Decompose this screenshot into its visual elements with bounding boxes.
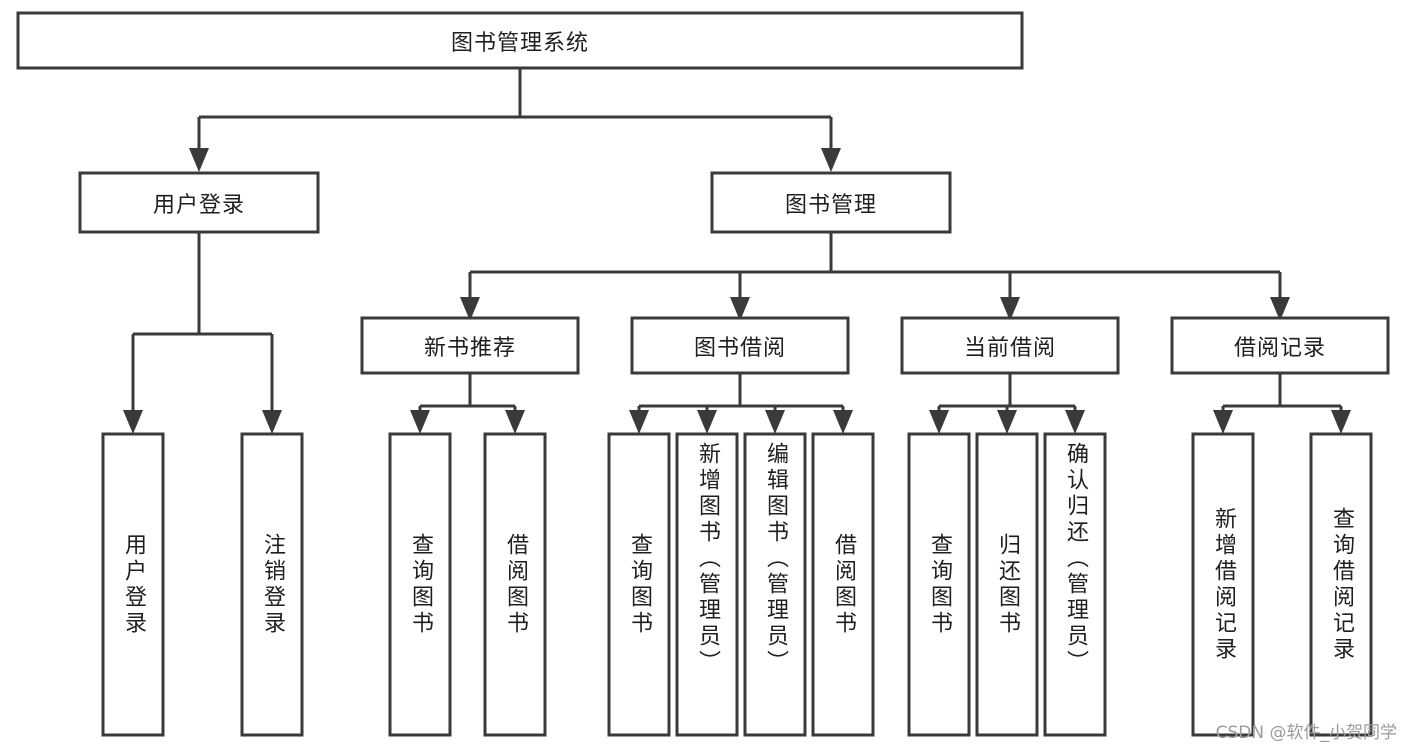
edges-root-to-level2 [189, 68, 841, 172]
node-box-leaf-borrow-book-2[interactable] [811, 432, 875, 737]
node-box-leaf-return-book[interactable] [975, 432, 1039, 737]
edges-currentborrow-to-leaves [929, 373, 1085, 434]
edges-bookborrow-to-leaves [629, 373, 853, 434]
node-box-root[interactable] [16, 11, 1024, 70]
arrow-to-current-borrow [1000, 297, 1020, 321]
arrow-leaf-query-book-1 [410, 410, 430, 434]
arrow-to-book-borrow [730, 297, 750, 321]
arrow-leaf-query-book-2 [629, 410, 649, 434]
arrow-root-to-book-mgmt [821, 148, 841, 172]
node-box-book-management[interactable] [710, 171, 952, 234]
node-box-leaf-confirm-return[interactable] [1043, 432, 1107, 737]
node-box-leaf-query-book-2[interactable] [607, 432, 671, 737]
node-box-leaf-add-record[interactable] [1191, 432, 1255, 737]
node-box-leaf-user-login[interactable] [101, 432, 165, 737]
arrow-leaf-return-book [997, 410, 1017, 434]
edges-userlogin-to-leaves [123, 232, 282, 434]
edges-newbook-to-leaves [410, 373, 525, 434]
arrow-leaf-query-book-3 [929, 410, 949, 434]
node-box-borrow-record[interactable] [1170, 316, 1390, 375]
arrow-leaf-add-book [697, 410, 717, 434]
node-box-leaf-query-record[interactable] [1309, 432, 1373, 737]
arrow-leaf-query-record [1331, 410, 1351, 434]
arrow-leaf-add-record [1213, 410, 1233, 434]
edges-bookmgmt-to-level3 [460, 232, 1290, 321]
arrow-leaf-borrow-book-2 [833, 410, 853, 434]
edges-borrowrecord-to-leaves [1213, 373, 1351, 434]
node-box-user-login[interactable] [78, 171, 320, 234]
node-box-leaf-borrow-book-1[interactable] [483, 432, 547, 737]
arrow-leaf-edit-book [765, 410, 785, 434]
arrow-to-leaf-user-login [123, 410, 143, 434]
arrow-to-new-book-rec [460, 297, 480, 321]
node-box-leaf-query-book-3[interactable] [907, 432, 971, 737]
node-box-leaf-logout[interactable] [240, 432, 304, 737]
node-box-leaf-edit-book[interactable] [743, 432, 807, 737]
node-box-leaf-query-book-1[interactable] [388, 432, 452, 737]
node-box-current-borrow[interactable] [900, 316, 1120, 375]
arrow-to-leaf-logout [262, 410, 282, 434]
node-box-book-borrow[interactable] [630, 316, 850, 375]
arrow-root-to-user-login [189, 148, 209, 172]
arrow-leaf-confirm-return [1065, 410, 1085, 434]
arrow-to-borrow-record [1270, 297, 1290, 321]
arrow-leaf-borrow-book-1 [505, 410, 525, 434]
node-box-leaf-add-book[interactable] [675, 432, 739, 737]
node-box-new-book-recommend[interactable] [360, 316, 580, 375]
